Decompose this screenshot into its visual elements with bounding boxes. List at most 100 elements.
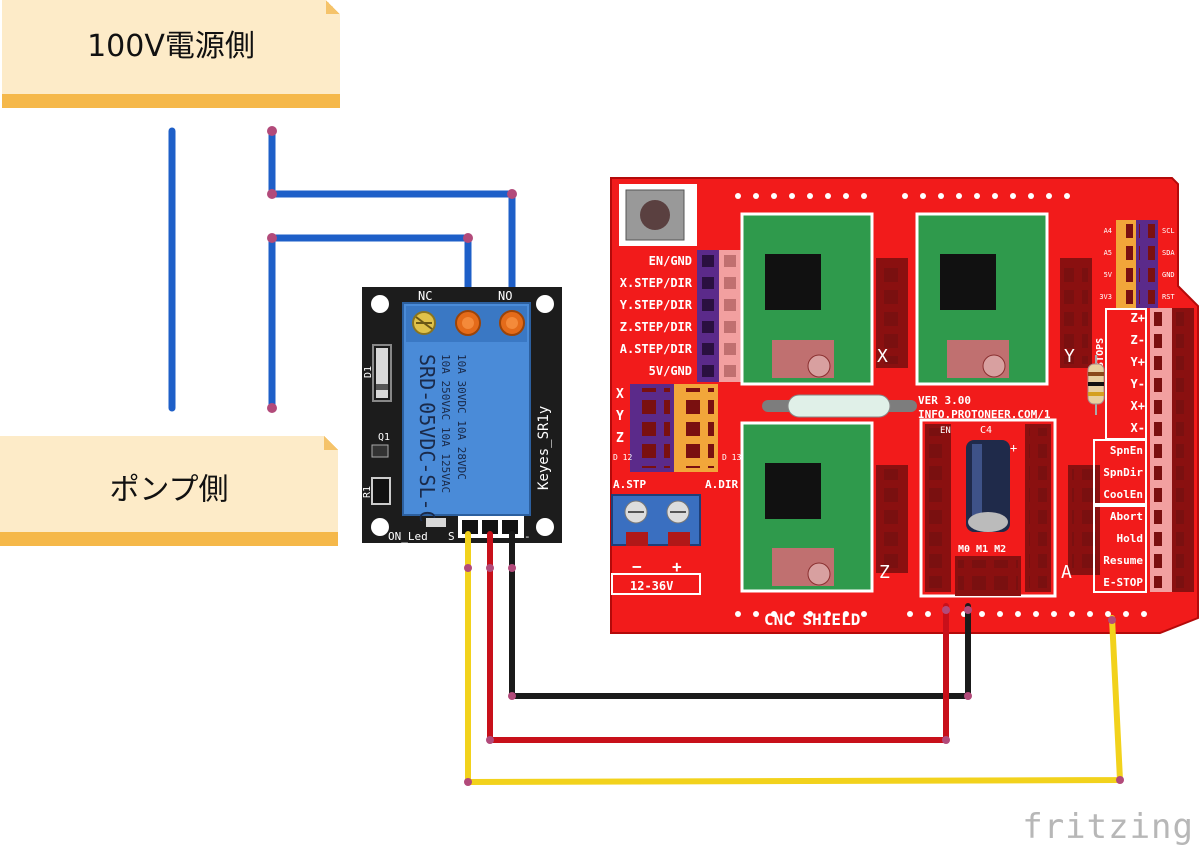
- note-fold: [324, 436, 338, 450]
- spindle-dir: SpnDir: [1103, 466, 1143, 479]
- reset-button[interactable]: [640, 200, 670, 230]
- transistor-q1: [371, 444, 389, 458]
- d1-label: D1: [363, 366, 374, 378]
- label-en-gnd: EN/GND: [649, 254, 692, 268]
- led-label: ON_Led: [388, 530, 428, 543]
- crystal: [787, 394, 891, 418]
- resistor: [1087, 355, 1105, 415]
- stepper-driver-y[interactable]: Y: [915, 212, 1092, 386]
- a-dir-label: A.DIR: [705, 478, 738, 491]
- mount-hole: [536, 295, 554, 313]
- power-minus: −: [632, 557, 642, 576]
- row-label-z: Z: [616, 431, 624, 446]
- relay-no-label: NO: [498, 289, 512, 303]
- wire-black-gnd[interactable]: [509, 531, 971, 699]
- endstop-y-plus: Y+: [1131, 355, 1145, 369]
- relay-brand: Keyes_SR1y: [536, 406, 552, 490]
- right-pin-header[interactable]: [1150, 308, 1194, 592]
- stepper-driver-z[interactable]: Z: [740, 421, 908, 593]
- label-x-step-dir: X.STEP/DIR: [620, 276, 693, 290]
- label-z-step-dir: Z.STEP/DIR: [620, 320, 693, 334]
- i2c-left-a5: A5: [1104, 249, 1112, 257]
- coolant-en: CoolEn: [1103, 488, 1143, 501]
- i2c-right-sda: SDA: [1162, 249, 1175, 257]
- resistor-r1: [371, 477, 391, 505]
- endstop-z-minus: Z-: [1131, 333, 1145, 347]
- capacitor-c4: +: [966, 440, 1017, 532]
- ac-wires: [168, 127, 516, 412]
- i2c-left-3v3: 3V3: [1099, 293, 1112, 301]
- q1-label: Q1: [378, 432, 390, 443]
- i2c-left-a4: A4: [1104, 227, 1112, 235]
- i2c-right-scl: SCL: [1162, 227, 1175, 235]
- endstop-x-plus: X+: [1131, 399, 1145, 413]
- wire-bendpoints: [267, 126, 517, 413]
- power-plus: +: [672, 557, 682, 576]
- power-terminal[interactable]: [611, 494, 701, 546]
- note-band: [2, 94, 340, 108]
- endstop-z-plus: Z+: [1131, 311, 1145, 325]
- i2c-left-5v: 5V: [1104, 271, 1113, 279]
- relay-model: SRD-05VDC-SL-C: [415, 354, 439, 523]
- left-pin-header[interactable]: [697, 250, 741, 382]
- mount-hole: [536, 518, 554, 536]
- ac-wire-to-com[interactable]: [268, 234, 472, 412]
- control-resume: Resume: [1103, 554, 1143, 567]
- label-5v-gnd: 5V/GND: [649, 364, 692, 378]
- endstop-x-minus: X-: [1131, 421, 1145, 435]
- top-pin-holes: [735, 193, 1147, 617]
- m-labels: M0 M1 M2: [958, 544, 1006, 555]
- driver-y-label: Y: [1064, 346, 1075, 367]
- control-abort: Abort: [1110, 510, 1143, 523]
- on-led: [426, 518, 446, 527]
- d12-label: D 12: [613, 453, 632, 462]
- i2c-right-rst: RST: [1162, 293, 1175, 301]
- control-estop: E-STOP: [1103, 576, 1143, 589]
- row-label-y: Y: [616, 409, 624, 424]
- driver-z-label: Z: [879, 562, 890, 583]
- cnc-shield[interactable]: RST EN/GND X.STEP/DIR Y.STEP/DIR Z.STEP/…: [610, 177, 1199, 634]
- mount-hole: [371, 295, 389, 313]
- svg-text:+: +: [1010, 441, 1017, 455]
- driver-x-label: X: [877, 346, 888, 367]
- relay-nc-label: NC: [418, 289, 432, 303]
- en-label: EN: [940, 426, 951, 436]
- shield-title: CNC SHIELD: [764, 610, 860, 629]
- i2c-header[interactable]: [1116, 220, 1158, 308]
- spindle-en: SpnEn: [1110, 444, 1143, 457]
- axis-jumper-block[interactable]: [630, 384, 718, 472]
- i2c-right-gnd: GND: [1162, 271, 1175, 279]
- d13-label: D 13: [722, 453, 741, 462]
- voltage-label: 12-36V: [630, 579, 673, 593]
- pump-side-label: ポンプ側: [109, 472, 229, 508]
- relay-rating-1: 10A 250VAC 10A 125VAC: [439, 354, 452, 493]
- minus-label: -: [524, 530, 531, 543]
- fritzing-logo: fritzing: [1022, 807, 1194, 847]
- c4-label: C4: [980, 425, 992, 436]
- relay-module[interactable]: NC NO SRD-05VDC-SL-C 10A 250VAC 10A 125V…: [362, 287, 562, 543]
- rst-label: RST: [687, 200, 698, 218]
- wire-yellow-signal[interactable]: [465, 531, 1123, 785]
- note-band: [0, 532, 338, 546]
- s-label: S: [448, 530, 455, 543]
- power-side-note: 100V電源側: [2, 0, 340, 108]
- wire-red-5v[interactable]: [487, 531, 949, 743]
- ac-wire-to-no[interactable]: [268, 127, 516, 324]
- signal-wires: [465, 531, 1123, 785]
- stepper-driver-x[interactable]: X: [740, 212, 908, 386]
- pump-side-note: ポンプ側: [0, 436, 338, 546]
- label-a-step-dir: A.STEP/DIR: [620, 342, 693, 356]
- a-stp-label: A.STP: [613, 478, 646, 491]
- signal-wire-bendpoints: [464, 564, 1124, 786]
- relay-rating-2: 10A 30VDC 10A 28VDC: [455, 354, 468, 480]
- note-fold: [326, 0, 340, 14]
- endstop-y-minus: Y-: [1131, 377, 1145, 391]
- stepper-driver-a-socket[interactable]: A: [919, 418, 1100, 598]
- control-hold: Hold: [1117, 532, 1144, 545]
- mount-hole: [371, 518, 389, 536]
- url-label: INFO.PROTONEER.COM/1: [918, 408, 1051, 421]
- driver-a-label: A: [1061, 562, 1072, 583]
- power-side-label: 100V電源側: [87, 29, 255, 64]
- label-y-step-dir: Y.STEP/DIR: [620, 298, 693, 312]
